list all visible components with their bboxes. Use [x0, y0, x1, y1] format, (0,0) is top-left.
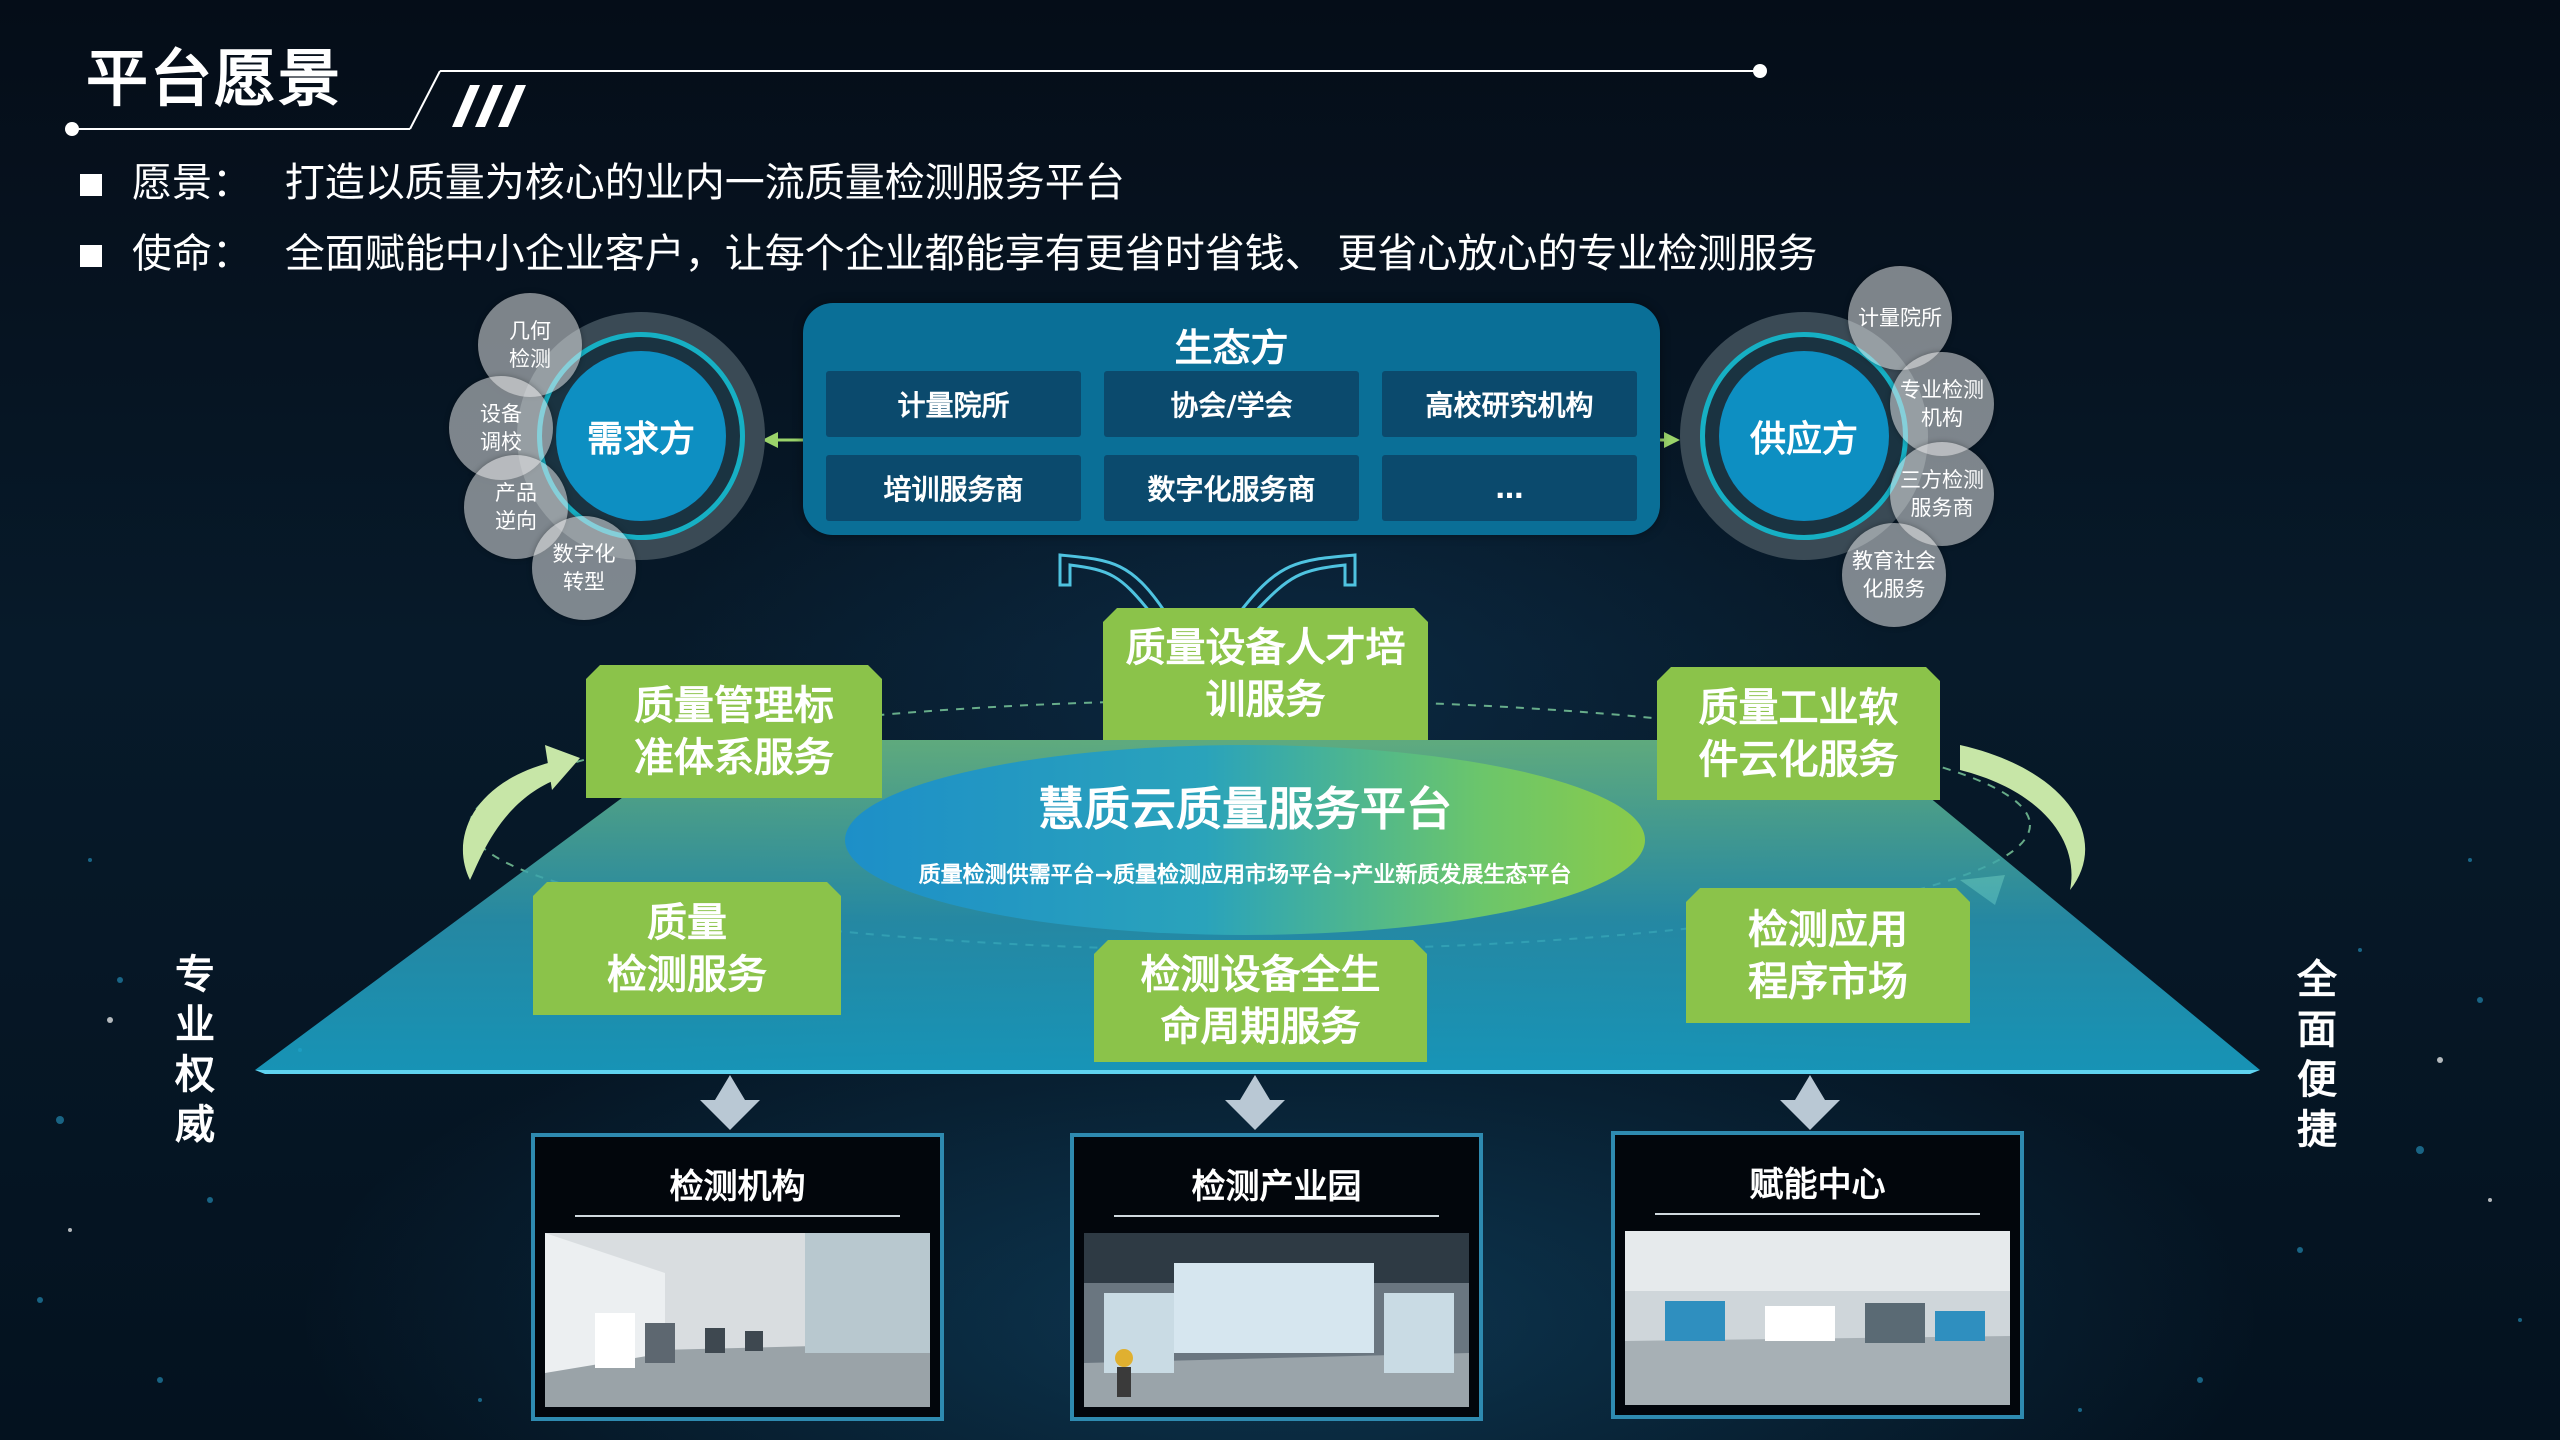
service-app-market: 检测应用 程序市场 — [1686, 888, 1970, 1023]
platform-title: 慧质云质量服务平台 — [1038, 782, 1452, 836]
supply-bubble: 专业检测 机构 — [1890, 352, 1994, 456]
card-divider — [1655, 1213, 1980, 1215]
platform-subtitle: 质量检测供需平台→质量检测应用市场平台→产业新质发展生态平台 — [918, 863, 1572, 888]
ecosystem-cell: 协会/学会 — [1104, 371, 1359, 437]
side-label-right: 全 面 便 捷 — [2297, 957, 2337, 1153]
supply-bubble: 三方检测 服务商 — [1890, 442, 1994, 546]
ecosystem-panel: 生态方 计量院所 协会/学会 高校研究机构 培训服务商 数字化服务商 … — [803, 303, 1660, 535]
card-testing-park: 检测产业园 — [1070, 1133, 1483, 1421]
title-underline — [65, 64, 1767, 136]
exhibition-photo-image — [1084, 1233, 1469, 1407]
card-enabling-center: 赋能中心 — [1611, 1131, 2024, 1419]
demand-ring: 需求方 — [537, 332, 745, 540]
demand-label: 需求方 — [556, 351, 726, 521]
workshop-photo-image — [1625, 1231, 2010, 1405]
card-title: 检测机构 — [669, 1167, 806, 1207]
lab-photo-image — [545, 1233, 930, 1407]
vision-label: 愿景： — [132, 160, 252, 206]
bullet-square-icon — [80, 245, 102, 267]
supply-bubble: 教育社会 化服务 — [1842, 523, 1946, 627]
demand-bubble: 数字化 转型 — [532, 516, 636, 620]
service-training: 质量设备人才培 训服务 — [1103, 608, 1428, 740]
card-title: 赋能中心 — [1749, 1165, 1886, 1205]
vision-text: 打造以质量为核心的业内一流质量检测服务平台 — [284, 160, 1125, 206]
card-divider — [575, 1215, 900, 1217]
bullet-square-icon — [80, 174, 102, 196]
service-quality-testing: 质量 检测服务 — [533, 882, 841, 1015]
mission-line: 使命： 全面赋能中小企业客户，让每个企业都能享有更省时省钱、 更省心放心的专业检… — [80, 221, 1817, 279]
vision-line: 愿景： 打造以质量为核心的业内一流质量检测服务平台 — [80, 150, 1125, 208]
ecosystem-cell: 计量院所 — [826, 371, 1081, 437]
mission-label: 使命： — [132, 231, 252, 277]
ecosystem-title: 生态方 — [1174, 326, 1289, 370]
demand-bubble: 产品 逆向 — [464, 455, 568, 559]
supply-label: 供应方 — [1719, 351, 1889, 521]
service-equipment-lifecycle: 检测设备全生 命周期服务 — [1094, 940, 1427, 1062]
page-title: 平台愿景 — [86, 42, 343, 115]
ecosystem-cell: 数字化服务商 — [1104, 455, 1359, 521]
card-title: 检测产业园 — [1191, 1167, 1362, 1207]
service-cloud-software: 质量工业软 件云化服务 — [1657, 667, 1940, 800]
ecosystem-cell: 培训服务商 — [826, 455, 1081, 521]
service-standard-system: 质量管理标 准体系服务 — [586, 665, 882, 798]
card-testing-institution: 检测机构 — [531, 1133, 944, 1421]
mission-text: 全面赋能中小企业客户，让每个企业都能享有更省时省钱、 更省心放心的专业检测服务 — [284, 231, 1818, 277]
ecosystem-cell: … — [1382, 455, 1637, 521]
ecosystem-cell: 高校研究机构 — [1382, 371, 1637, 437]
card-divider — [1114, 1215, 1439, 1217]
side-label-left: 专 业 权 威 — [175, 952, 215, 1148]
platform-ellipse: 慧质云质量服务平台 质量检测供需平台→质量检测应用市场平台→产业新质发展生态平台 — [845, 745, 1645, 935]
